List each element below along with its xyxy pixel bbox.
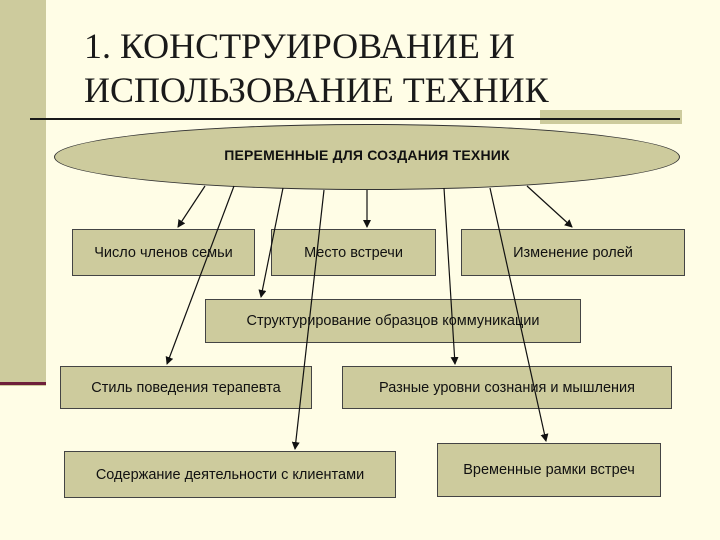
node-meeting-place: Место встречи [271,229,436,276]
arrow-to-therapist-style [165,185,235,365]
node-role-change: Изменение ролей [461,229,685,276]
central-label: ПЕРЕМЕННЫЕ ДЛЯ СОЗДАНИЯ ТЕХНИК [224,147,510,163]
arrow-to-time-frames [489,187,549,442]
node-family-members: Число членов семьи [72,229,255,276]
arrow-to-consciousness-levels [443,187,459,365]
slide-title: 1. КОНСТРУИРОВАНИЕ И ИСПОЛЬЗОВАНИЕ ТЕХНИ… [84,24,644,112]
arrow-to-role-change [526,185,573,228]
title-underline [30,118,680,120]
arrow-to-communication-patterns [258,187,284,298]
title-rule-accent [540,110,682,124]
central-ellipse: ПЕРЕМЕННЫЕ ДЛЯ СОЗДАНИЯ ТЕХНИК [54,124,680,190]
node-therapist-style: Стиль поведения терапевта [60,366,312,409]
left-decor-accent [0,382,46,385]
arrow-to-family-members [177,185,206,228]
left-decor-band [0,0,46,386]
node-time-frames: Временные рамки встреч [437,443,661,497]
node-client-activity: Содержание деятельности с клиентами [64,451,396,498]
node-communication-patterns: Структурирование образцов коммуникации [205,299,581,343]
arrow-to-client-activity [291,189,325,450]
node-consciousness-levels: Разные уровни сознания и мышления [342,366,672,409]
title-line-1: 1. КОНСТРУИРОВАНИЕ И [84,26,515,66]
title-line-2: ИСПОЛЬЗОВАНИЕ ТЕХНИК [84,70,549,110]
